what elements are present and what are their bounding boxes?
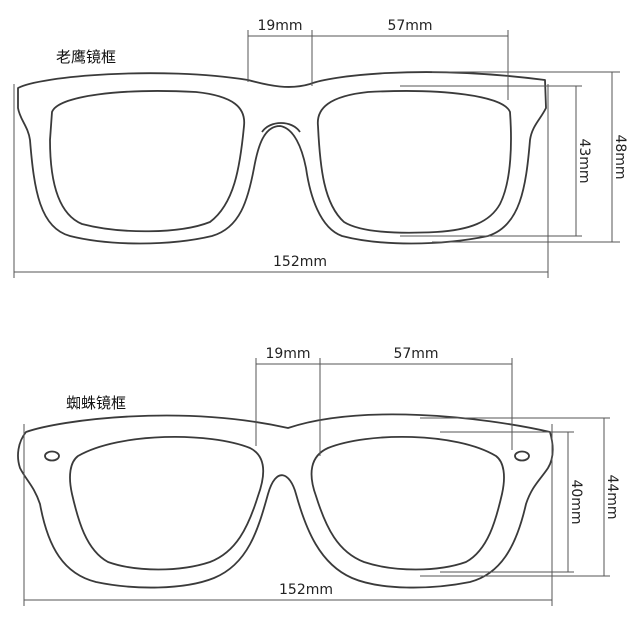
aviator-left-lens (49, 90, 246, 233)
wayfarer-lens-width-label: 57mm (393, 346, 438, 362)
aviator-total-width-label: 152mm (273, 254, 327, 270)
aviator-section: 老鹰镜框 19mm 57mm 43mm 48mm 152mm (13, 18, 628, 278)
wayfarer-frame-height-label: 44mm (604, 474, 620, 519)
aviator-lens-height-label: 43mm (576, 138, 592, 183)
aviator-bridge-label: 19mm (257, 18, 302, 34)
aviator-bridge (261, 122, 301, 133)
wayfarer-left-lens (69, 435, 265, 571)
aviator-lens-width-label: 57mm (387, 18, 432, 34)
wayfarer-section: 蜘蛛镜框 19mm 57mm 40mm 44mm 152mm (17, 346, 620, 606)
aviator-frame-height-label: 48mm (612, 134, 628, 179)
aviator-right-lens (317, 90, 512, 234)
wayfarer-right-rivet (514, 450, 530, 462)
wayfarer-title: 蜘蛛镜框 (66, 394, 126, 412)
aviator-frame-outline (17, 71, 547, 245)
wayfarer-bridge-label: 19mm (265, 346, 310, 362)
wayfarer-lens-height-label: 40mm (568, 479, 584, 524)
wayfarer-frame-outline (17, 413, 554, 589)
wayfarer-left-rivet (44, 450, 60, 462)
aviator-title: 老鹰镜框 (56, 48, 116, 66)
wayfarer-right-lens (310, 435, 505, 571)
wayfarer-total-width-label: 152mm (279, 582, 333, 598)
